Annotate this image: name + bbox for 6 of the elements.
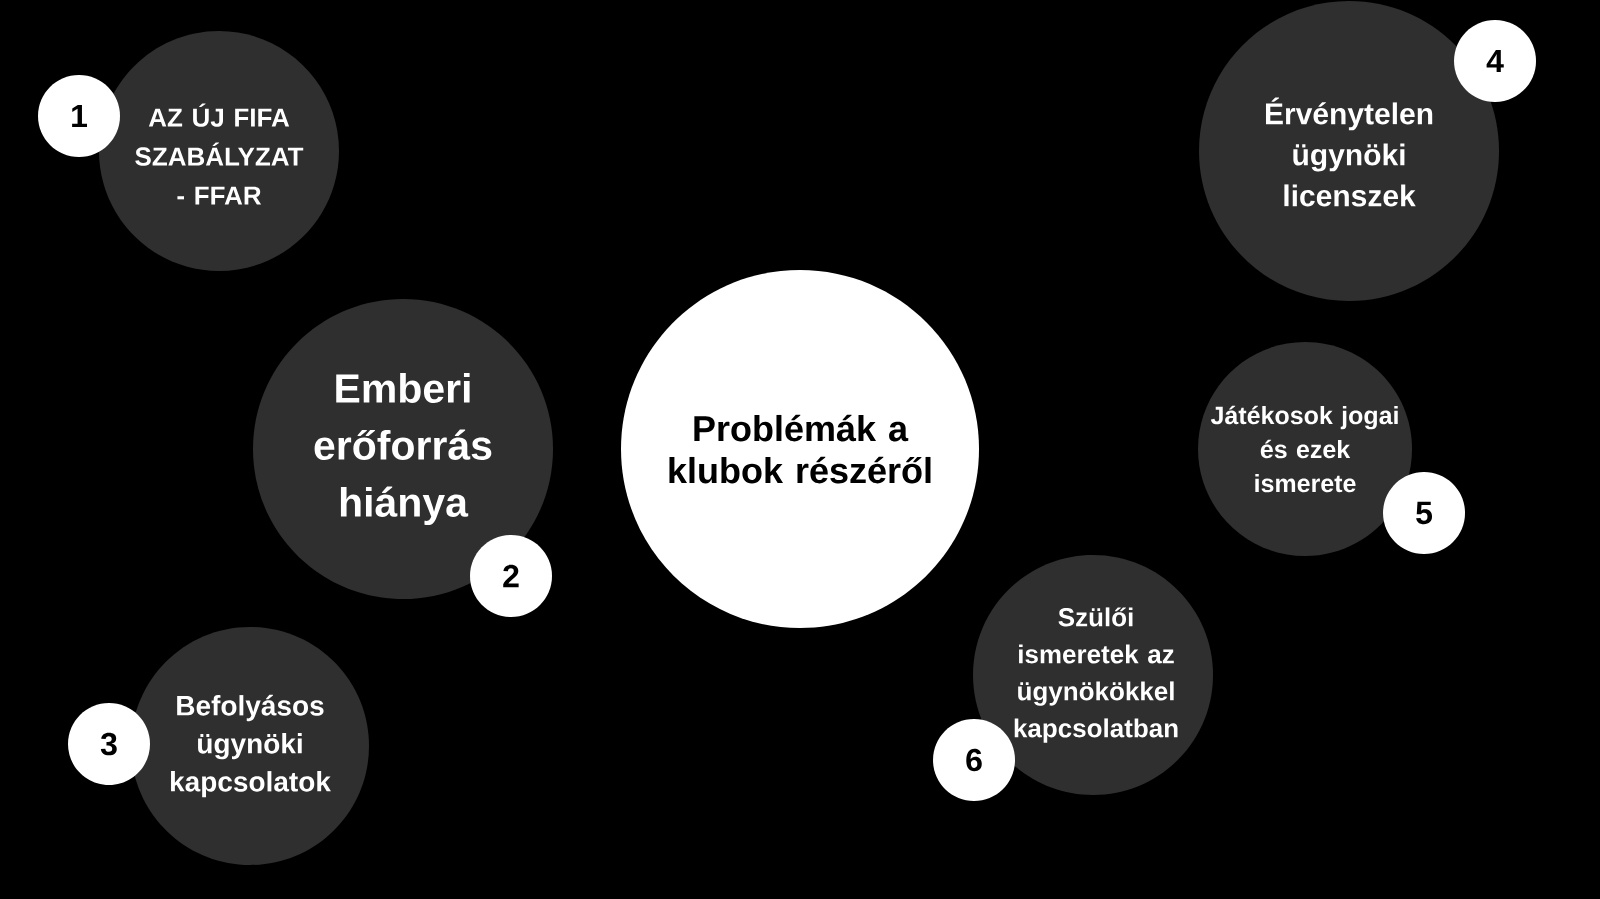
- number-badge: 3: [68, 703, 150, 785]
- number-badge: 2: [470, 535, 552, 617]
- number-badge: 4: [1454, 20, 1536, 102]
- number-badge: 5: [1383, 472, 1465, 554]
- number-badge: 6: [933, 719, 1015, 801]
- number-badge: 1: [38, 75, 120, 157]
